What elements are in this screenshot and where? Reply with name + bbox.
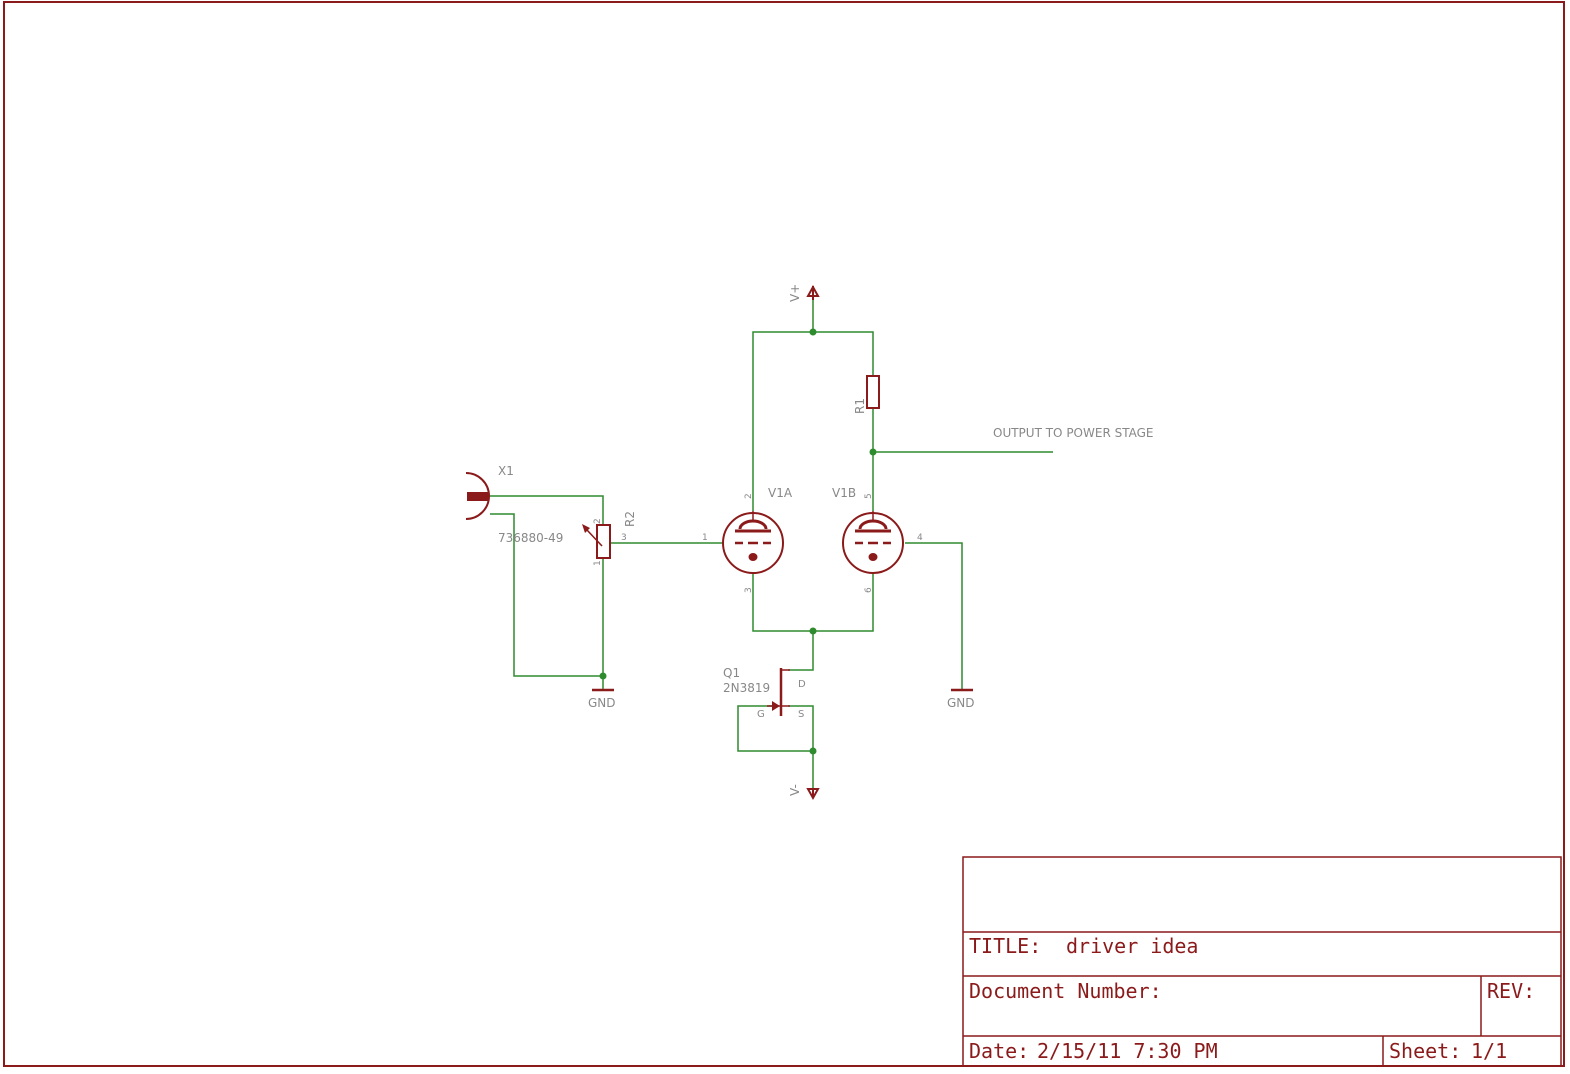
junction-vplus: [809, 328, 817, 336]
sheet-label: Sheet:: [1389, 1039, 1461, 1063]
junction-gnd-left: [599, 672, 607, 680]
junction-cathodes: [809, 627, 817, 635]
wires: [490, 300, 1053, 788]
x1-name-label: X1: [498, 464, 514, 478]
title-value: driver idea: [1066, 934, 1198, 958]
v1a-name-label: V1A: [768, 486, 793, 500]
title-label: TITLE:: [969, 934, 1041, 958]
date-value: 2/15/11 7:30 PM: [1037, 1039, 1218, 1063]
r2-pin-bottom: 1: [593, 560, 603, 566]
q1-name-label: Q1: [723, 666, 740, 680]
v1a-pin-anode: 2: [744, 493, 754, 499]
v1a-triode-symbol: [722, 511, 784, 574]
sheet-frame: [3, 1, 1565, 1067]
wire-x1-sleeve: [490, 513, 603, 677]
q1-pin-drain: D: [798, 679, 806, 690]
gnd-left-label: GND: [588, 696, 616, 710]
q1-jfet-symbol: [767, 668, 790, 716]
r2-pin-top: 3: [621, 533, 627, 543]
vplus-supply-symbol: [806, 284, 820, 300]
q1-pin-gate: G: [757, 709, 765, 720]
v1b-pin-cathode: 6: [864, 587, 874, 593]
r1-name-label: R1: [853, 398, 867, 414]
rev-label: REV:: [1487, 979, 1535, 1003]
title-block: [962, 856, 1562, 1067]
v1b-name-label: V1B: [832, 486, 856, 500]
v1a-pin-grid: 1: [702, 533, 708, 543]
wire-q1-source: [788, 705, 814, 788]
wire-cathode-drain: [788, 631, 814, 671]
junctions: [599, 328, 877, 755]
x1-jack-symbol: [465, 472, 490, 520]
sheet-value: 1/1: [1471, 1039, 1507, 1063]
r1-resistor-body: [866, 375, 880, 409]
q1-pin-source: S: [798, 709, 804, 720]
wire-q1-gate: [737, 705, 813, 752]
r2-pin-wiper: 2: [593, 518, 603, 524]
r2-potentiometer-symbol: [582, 524, 611, 559]
wire-v1b-grid-gnd: [905, 542, 963, 690]
v1b-pin-anode: 5: [864, 493, 874, 499]
v1a-pin-cathode: 3: [744, 587, 754, 593]
vminus-supply-symbol: [806, 788, 820, 801]
junction-vminus: [809, 747, 817, 755]
r2-name-label: R2: [623, 511, 637, 527]
wire-v1a-anode: [752, 331, 874, 511]
x1-value-label: 736880-49: [498, 531, 563, 545]
output-net-label: OUTPUT TO POWER STAGE: [993, 426, 1154, 440]
v1b-triode-symbol: [842, 511, 904, 574]
document-number-label: Document Number:: [969, 979, 1162, 1003]
wire-x1-tip: [490, 495, 604, 525]
gnd-right-label: GND: [947, 696, 975, 710]
vplus-label: V+: [788, 284, 802, 302]
junction-output: [869, 448, 877, 456]
vminus-label: V-: [788, 784, 802, 796]
q1-value-label: 2N3819: [723, 681, 770, 695]
v1b-pin-grid: 4: [917, 533, 923, 543]
wire-cathodes: [752, 573, 874, 632]
date-label: Date:: [969, 1039, 1029, 1063]
